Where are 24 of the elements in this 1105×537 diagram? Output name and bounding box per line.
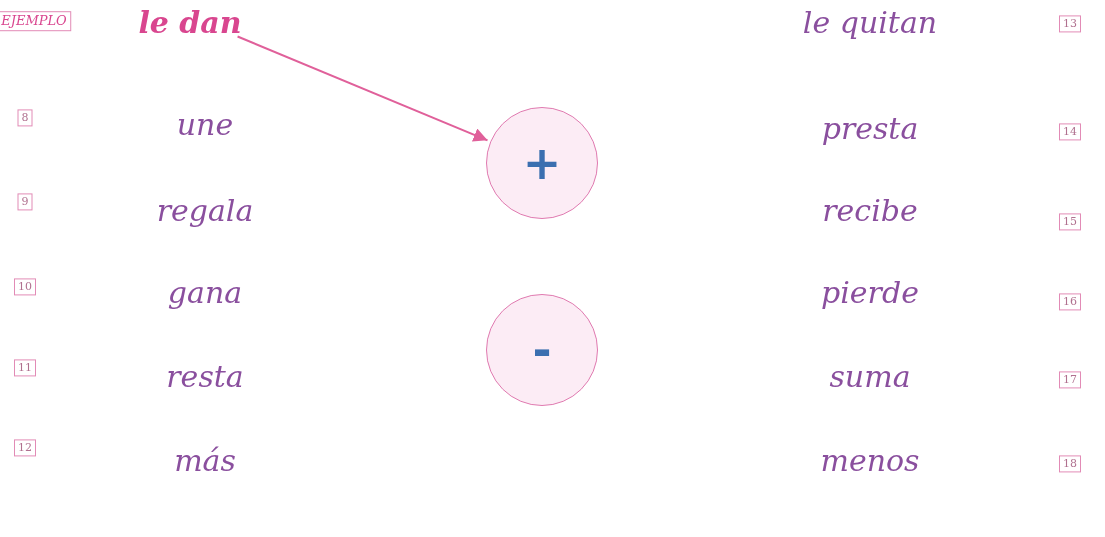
sign-circle: -	[486, 294, 598, 406]
cursive-word: le dan	[138, 5, 242, 39]
answer-number-box: 14	[1059, 123, 1081, 141]
cursive-word: une	[176, 107, 234, 141]
answer-number-box: 10	[14, 278, 36, 296]
cursive-word: gana	[167, 275, 243, 309]
cursive-word: regala	[156, 193, 254, 227]
sign-circle: +	[486, 107, 598, 219]
cursive-word: resta	[166, 359, 244, 393]
answer-number-box: 18	[1059, 455, 1081, 473]
answer-number-box: 13	[1059, 15, 1081, 33]
cursive-word: presta	[821, 111, 919, 145]
answer-number-box: 12	[14, 439, 36, 457]
answer-number-box: 17	[1059, 371, 1081, 389]
answer-number-box: 16	[1059, 293, 1081, 311]
cursive-word: pierde	[821, 275, 919, 309]
cursive-word: menos	[820, 443, 920, 477]
answer-number-box: 11	[14, 359, 36, 377]
cursive-word: le quitan	[802, 5, 938, 39]
cursive-word: recibe	[822, 193, 918, 227]
cursive-word: más	[174, 443, 236, 477]
arrow	[236, 35, 489, 142]
answer-number-box: 15	[1059, 213, 1081, 231]
cursive-word: suma	[829, 359, 911, 393]
